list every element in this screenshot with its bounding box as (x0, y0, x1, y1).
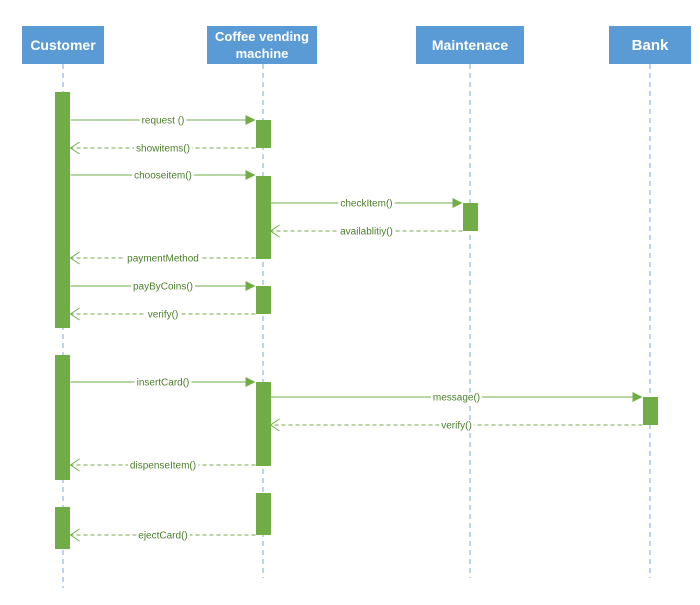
participant-machine-label: Coffee vending machine (215, 29, 309, 61)
message-label-background (134, 377, 192, 389)
message-label: paymentMethod (127, 254, 199, 265)
messages: request () showitems() chooseitem() checkIt… (69, 115, 643, 542)
arrowhead-filled (452, 198, 463, 208)
message-4: availablitiy() (269, 224, 463, 238)
arrowhead-filled (245, 115, 256, 125)
arrowhead-filled (632, 392, 643, 402)
message-7: verify() (69, 307, 256, 321)
participant-maintenance: Maintenace (416, 26, 524, 64)
message-label: showitems() (136, 144, 190, 155)
participant-maintenance-label: Maintenace (431, 36, 509, 53)
message-label-background (338, 198, 395, 210)
message-11: dispenseItem() (69, 458, 256, 472)
activation-machine-4 (256, 382, 271, 466)
message-label-background (338, 226, 395, 238)
arrowhead-filled (245, 281, 256, 291)
activation-machine-1 (256, 120, 271, 148)
message-label: message() (433, 393, 480, 404)
arrowhead-open (269, 418, 280, 432)
message-12: ejectCard() (69, 528, 256, 542)
message-label-background (145, 309, 181, 321)
activation-machine-3 (256, 286, 271, 314)
arrowhead-open (269, 224, 280, 238)
message-label-background (125, 253, 201, 265)
message-label-background (130, 281, 196, 293)
message-label: insertCard() (137, 378, 190, 389)
arrowhead-open (69, 141, 80, 155)
message-0: request () (70, 115, 256, 127)
arrowhead-open (69, 528, 80, 542)
message-label-background (139, 115, 187, 127)
message-label-background (132, 170, 194, 182)
message-label: dispenseItem() (130, 461, 196, 472)
message-3: checkItem() (270, 198, 463, 210)
message-label: verify() (441, 421, 472, 432)
message-label-background (134, 143, 192, 155)
activation-maintenance-1 (463, 203, 478, 231)
message-label: checkItem() (340, 199, 392, 210)
message-label: ejectCard() (138, 531, 187, 542)
arrowhead-open (69, 458, 80, 472)
participant-machine: Coffee vending machine (207, 26, 317, 64)
message-label-background (136, 530, 190, 542)
message-5: paymentMethod (69, 251, 256, 265)
message-9: message() (270, 392, 643, 404)
activation-customer-2 (55, 355, 70, 480)
message-8: insertCard() (70, 377, 256, 389)
message-label-background (430, 392, 483, 404)
activation-customer-3 (55, 507, 70, 549)
activation-machine-5 (256, 493, 271, 535)
arrowhead-filled (245, 170, 256, 180)
message-label: request () (142, 116, 185, 127)
arrowhead-filled (245, 377, 256, 387)
message-label: verify() (148, 310, 179, 321)
message-label: availablitiy() (340, 227, 393, 238)
message-6: payByCoins() (70, 281, 256, 293)
activation-machine-2 (256, 176, 271, 259)
arrowhead-open (69, 307, 80, 321)
message-label: payByCoins() (133, 282, 193, 293)
message-label-background (127, 460, 199, 472)
arrowhead-open (69, 251, 80, 265)
participant-customer-label: Customer (30, 36, 96, 53)
message-label: chooseitem() (134, 171, 192, 182)
activation-customer-1 (55, 92, 70, 328)
message-2: chooseitem() (70, 170, 256, 182)
participant-customer: Customer (22, 26, 104, 64)
activation-bank-1 (643, 397, 658, 425)
participant-bank-label: Bank (631, 36, 669, 54)
message-10: verify() (269, 418, 643, 432)
activation-bars (55, 92, 658, 549)
message-label-background (439, 420, 474, 432)
message-1: showitems() (69, 141, 256, 155)
participant-bank: Bank (609, 26, 691, 64)
